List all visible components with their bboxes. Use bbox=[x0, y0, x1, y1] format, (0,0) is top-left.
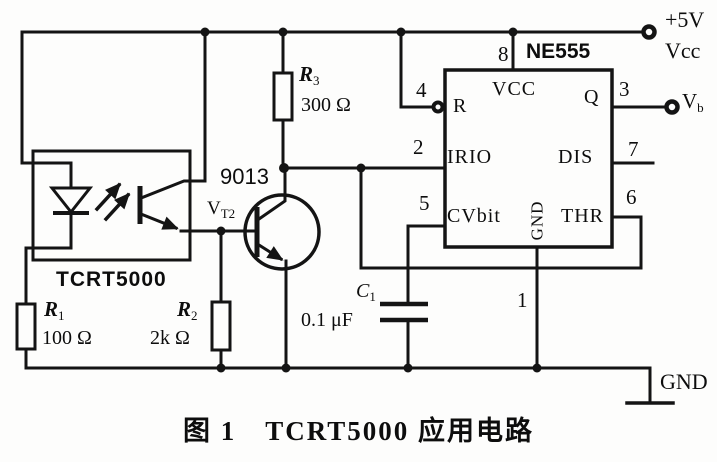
vt2-des-sub: T2 bbox=[220, 206, 236, 221]
c1-des-sub: 1 bbox=[369, 289, 376, 304]
junction-dot bbox=[216, 226, 226, 236]
terminal-vb bbox=[664, 99, 680, 115]
wire-led-anode bbox=[20, 30, 73, 189]
r2-body bbox=[210, 300, 232, 352]
junction-dots bbox=[200, 27, 542, 373]
r1-value: 100 Ω bbox=[42, 327, 92, 349]
gnd-label: GND bbox=[660, 369, 708, 394]
figure-caption: 图 1 TCRT5000 应用电路 bbox=[182, 416, 535, 446]
r2-designator: R2 bbox=[177, 297, 198, 323]
r3-body bbox=[272, 71, 294, 122]
terminals bbox=[431, 24, 680, 115]
transistor-part-label: 9013 bbox=[220, 164, 269, 189]
junction-dot bbox=[279, 163, 289, 173]
junction-dot bbox=[281, 363, 291, 373]
wire-photo-collector bbox=[139, 30, 207, 200]
terminal-5v bbox=[641, 24, 657, 40]
wire-ground-rail bbox=[24, 366, 652, 405]
junction-dot bbox=[532, 363, 542, 373]
r3-des-sub: 3 bbox=[313, 73, 320, 88]
ic-pin-thr: THR bbox=[561, 205, 604, 227]
vb-net-label: Vb bbox=[682, 89, 704, 115]
ic-pin-dis: DIS bbox=[558, 146, 594, 168]
ic-pin-vcc: VCC bbox=[492, 78, 537, 100]
light-arrow-2 bbox=[103, 192, 131, 222]
wire-pin5-c1 bbox=[406, 224, 447, 370]
ne555-title: NE555 bbox=[526, 40, 591, 63]
vb-net-sub: b bbox=[697, 100, 704, 115]
pin4-bubble bbox=[431, 100, 445, 114]
pin8-number: 8 bbox=[498, 42, 509, 66]
ic-pin-gnd: GND bbox=[527, 200, 547, 241]
r1-designator: R1 bbox=[44, 297, 65, 323]
vcc-label: Vcc bbox=[665, 38, 701, 63]
tcrt5000-box bbox=[31, 149, 192, 262]
junction-dot bbox=[396, 27, 406, 37]
r3-des-main: R bbox=[299, 62, 314, 86]
r2-value: 2k Ω bbox=[150, 327, 190, 349]
pin3-number: 3 bbox=[619, 77, 630, 101]
r2-des-sub: 2 bbox=[191, 308, 198, 323]
c1-value: 0.1 μF bbox=[301, 309, 353, 331]
wire-pin4 bbox=[399, 30, 434, 109]
junction-dot bbox=[356, 163, 366, 173]
r1-des-sub: 1 bbox=[58, 308, 65, 323]
led-triangle bbox=[48, 186, 94, 215]
ic-pin-cv: CVbit bbox=[447, 205, 501, 227]
pin6-number: 6 bbox=[626, 185, 637, 209]
pin5-number: 5 bbox=[419, 191, 430, 215]
pin2-number: 2 bbox=[413, 135, 424, 159]
plus5v-label: +5V bbox=[665, 7, 705, 32]
junction-dot bbox=[216, 363, 226, 373]
wire-led-cathode bbox=[24, 212, 73, 306]
ne555-box bbox=[443, 68, 614, 249]
components bbox=[15, 68, 614, 352]
pin1-number: 1 bbox=[517, 288, 528, 312]
wire-photo-emitter bbox=[139, 212, 179, 230]
vt2-des-main: V bbox=[207, 198, 221, 219]
c1-designator: C1 bbox=[356, 281, 376, 303]
wire-vt2-emitter bbox=[256, 242, 284, 262]
ic-pin-reset: R bbox=[453, 95, 468, 117]
junction-dot bbox=[278, 27, 288, 37]
wire-pin2-pin6-link bbox=[359, 166, 643, 270]
junction-dot bbox=[508, 27, 518, 37]
ic-pin-trig: IRIO bbox=[447, 146, 493, 168]
pin4-number: 4 bbox=[416, 78, 427, 102]
pin7-number: 7 bbox=[628, 137, 639, 161]
r3-designator: R3 bbox=[299, 62, 320, 88]
ic-pin-out: Q bbox=[584, 86, 600, 108]
junction-dot bbox=[403, 363, 413, 373]
vb-net-main: V bbox=[682, 89, 698, 113]
vt2-circle bbox=[243, 193, 321, 271]
light-arrow-1 bbox=[94, 182, 122, 212]
wires bbox=[20, 30, 675, 405]
c1-des-main: C bbox=[356, 280, 370, 302]
r3-value: 300 Ω bbox=[301, 94, 351, 116]
junction-dot bbox=[200, 27, 210, 37]
r1-des-main: R bbox=[44, 297, 59, 321]
r1-body bbox=[15, 302, 37, 351]
vt2-designator: VT2 bbox=[207, 199, 235, 220]
wire-vt2-collector bbox=[256, 166, 287, 222]
c1-plates bbox=[380, 301, 428, 323]
tcrt5000-label: TCRT5000 bbox=[56, 268, 167, 291]
r2-des-main: R bbox=[177, 297, 192, 321]
